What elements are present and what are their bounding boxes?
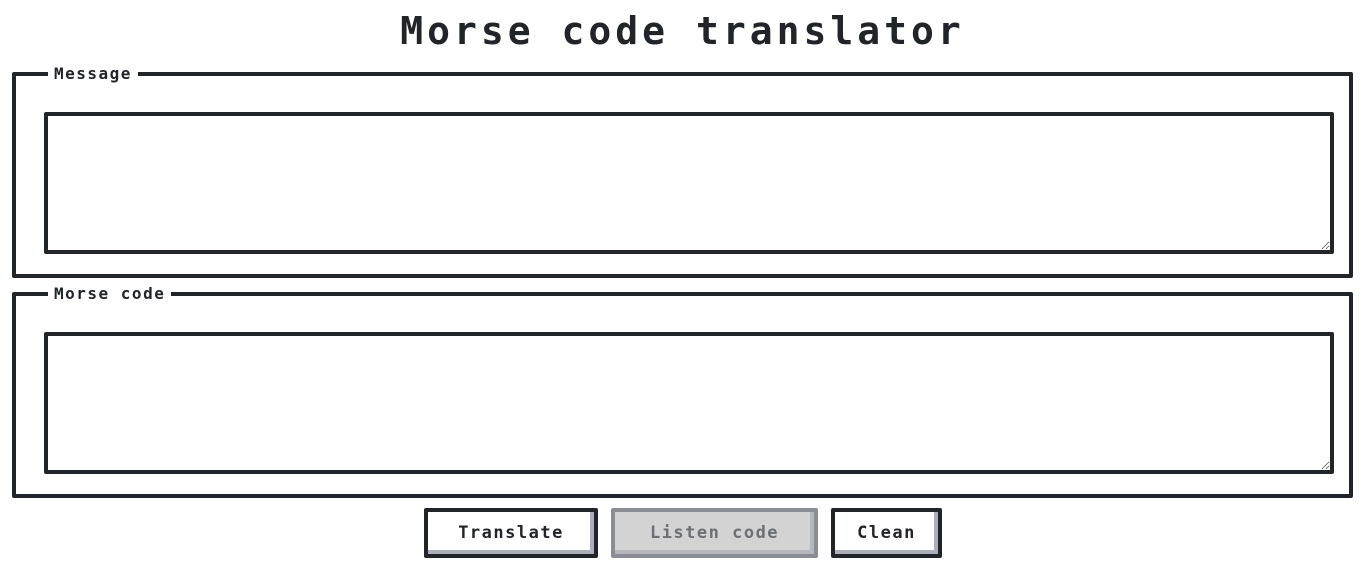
clean-button[interactable]: Clean: [831, 508, 942, 558]
morse-code-legend: Morse code: [54, 284, 166, 303]
message-section: Message: [12, 66, 1353, 278]
message-input[interactable]: [44, 112, 1334, 254]
listen-code-button[interactable]: Listen code: [611, 508, 818, 558]
page-title: Morse code translator: [400, 9, 965, 53]
morse-code-input[interactable]: [44, 332, 1334, 474]
message-legend: Message: [54, 64, 132, 83]
translate-button[interactable]: Translate: [424, 508, 598, 558]
morse-code-section: Morse code: [12, 286, 1353, 498]
